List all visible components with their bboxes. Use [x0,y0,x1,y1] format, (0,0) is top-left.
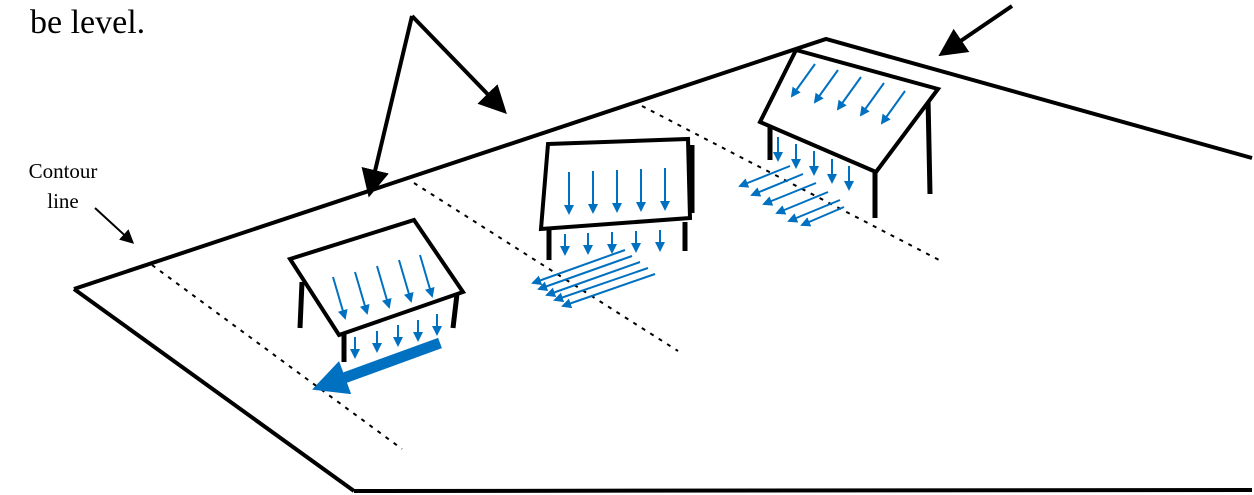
ground-front-edge [353,488,1253,493]
panel-left-leg-back [297,281,305,329]
runoff-arrow [800,206,845,227]
contour-line-3 [641,105,944,263]
ground-upper-edge [73,36,1253,291]
panel-left-drip [350,314,442,359]
panel-middle-runoff [531,249,656,309]
contour-label-line2: line [47,189,79,213]
panel-right-legs [767,97,933,218]
rain-arrow [354,271,370,315]
panel-right-surface [757,47,942,175]
contour-label-line1: Contour [28,159,98,183]
rain-arrow [332,276,348,320]
panel-left-rain [332,254,435,320]
runoff-arrow [537,255,633,292]
runoff-big-arrow [312,337,442,395]
rain-arrow [813,69,839,104]
ground-left-edge [72,287,356,493]
runoff-arrow [738,165,791,188]
annotation-arrows [94,4,1014,244]
runoff-arrow [553,267,649,303]
runoff-arrow [787,199,841,223]
annotation-arrow-right [938,4,1014,57]
runoff-arrow [545,261,641,298]
panel-left [286,217,467,395]
rain-arrow [419,254,435,298]
panel-right-leg-back [925,97,933,195]
runoff-arrow [775,191,829,215]
rain-arrow [376,265,392,309]
rain-arrow [398,259,414,303]
runoff-arrow [561,273,656,309]
panel-middle-legs [546,145,695,260]
runoff-arrow [762,182,817,206]
runoff-arrow [531,249,626,286]
panel-left-leg-right [450,293,460,329]
rain-arrow [880,90,906,125]
contour-line-label: Contour line [8,156,118,216]
annotation-arrow-left [361,15,414,198]
runoff-arrow [750,173,804,197]
panel-middle [531,136,695,309]
panel-left-surface [286,217,467,338]
rain-arrow [836,76,862,111]
panel-right-drip [773,137,854,191]
annotation-arrow-middle [410,14,507,115]
contour-line-2 [413,182,679,352]
panel-middle-rain [564,168,670,215]
contour-line-1 [151,264,403,450]
panel-middle-drip [560,230,665,256]
contour-lines [151,105,944,450]
panel-right-rain [790,63,906,125]
panel-right-runoff [738,165,845,227]
panel-right [738,47,942,227]
caption-text: be level. [30,4,146,41]
ground-plane [72,36,1253,493]
rain-arrow [790,63,816,98]
rain-arrow [859,82,885,117]
contour-label-pointer [94,207,135,244]
panel-left-legs [297,281,460,362]
panel-middle-surface [538,136,693,232]
